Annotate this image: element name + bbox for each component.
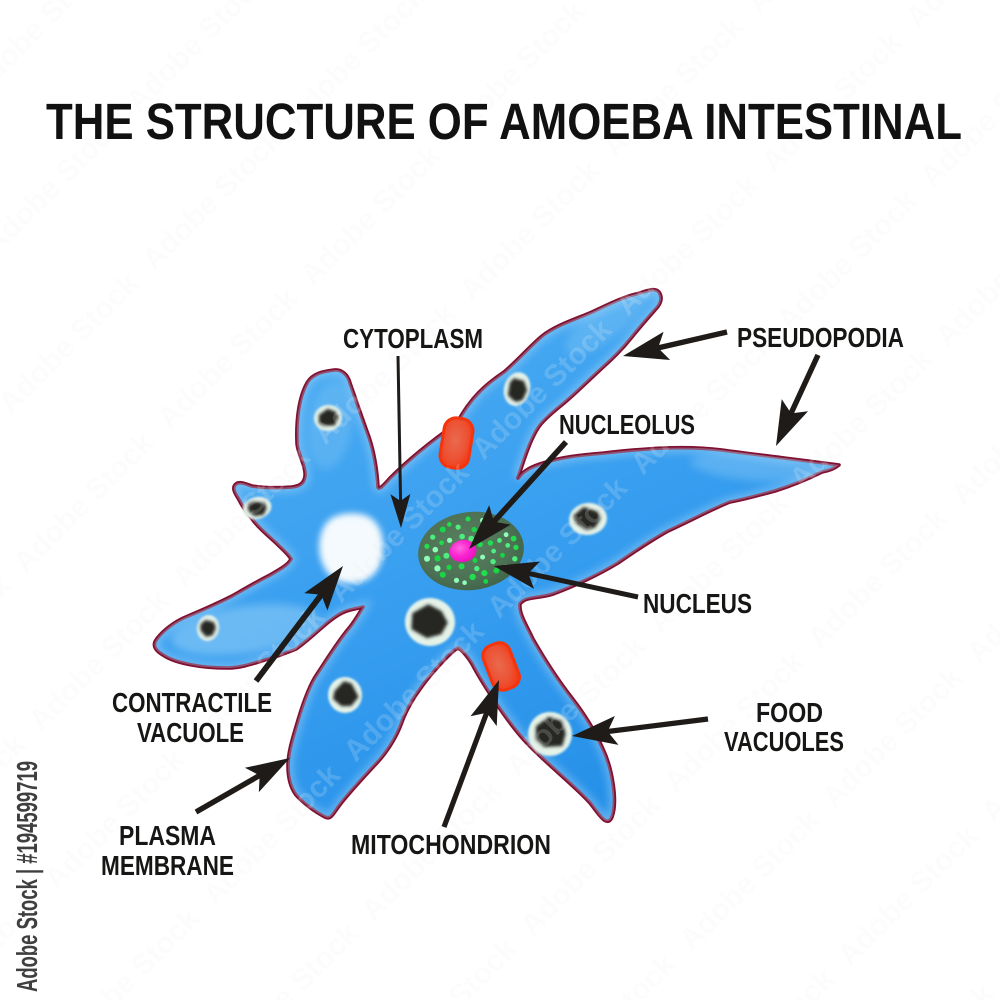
svg-text:NUCLEOLUS: NUCLEOLUS — [559, 409, 695, 440]
svg-text:PSEUDOPODIA: PSEUDOPODIA — [737, 322, 904, 353]
svg-text:VACUOLES: VACUOLES — [724, 726, 844, 757]
svg-text:MEMBRANE: MEMBRANE — [101, 850, 234, 881]
svg-text:Adobe Stock | #194599719: Adobe Stock | #194599719 — [12, 761, 44, 992]
svg-text:THE STRUCTURE OF AMOEBA INTEST: THE STRUCTURE OF AMOEBA INTESTINAL — [46, 93, 962, 150]
svg-text:FOOD: FOOD — [756, 697, 823, 728]
svg-text:MITOCHONDRION: MITOCHONDRION — [351, 829, 551, 860]
svg-text:VACUOLE: VACUOLE — [137, 717, 244, 748]
svg-text:CYTOPLASM: CYTOPLASM — [343, 323, 483, 354]
svg-text:NUCLEUS: NUCLEUS — [643, 588, 752, 619]
svg-text:CONTRACTILE: CONTRACTILE — [112, 687, 272, 718]
svg-text:PLASMA: PLASMA — [119, 820, 216, 851]
